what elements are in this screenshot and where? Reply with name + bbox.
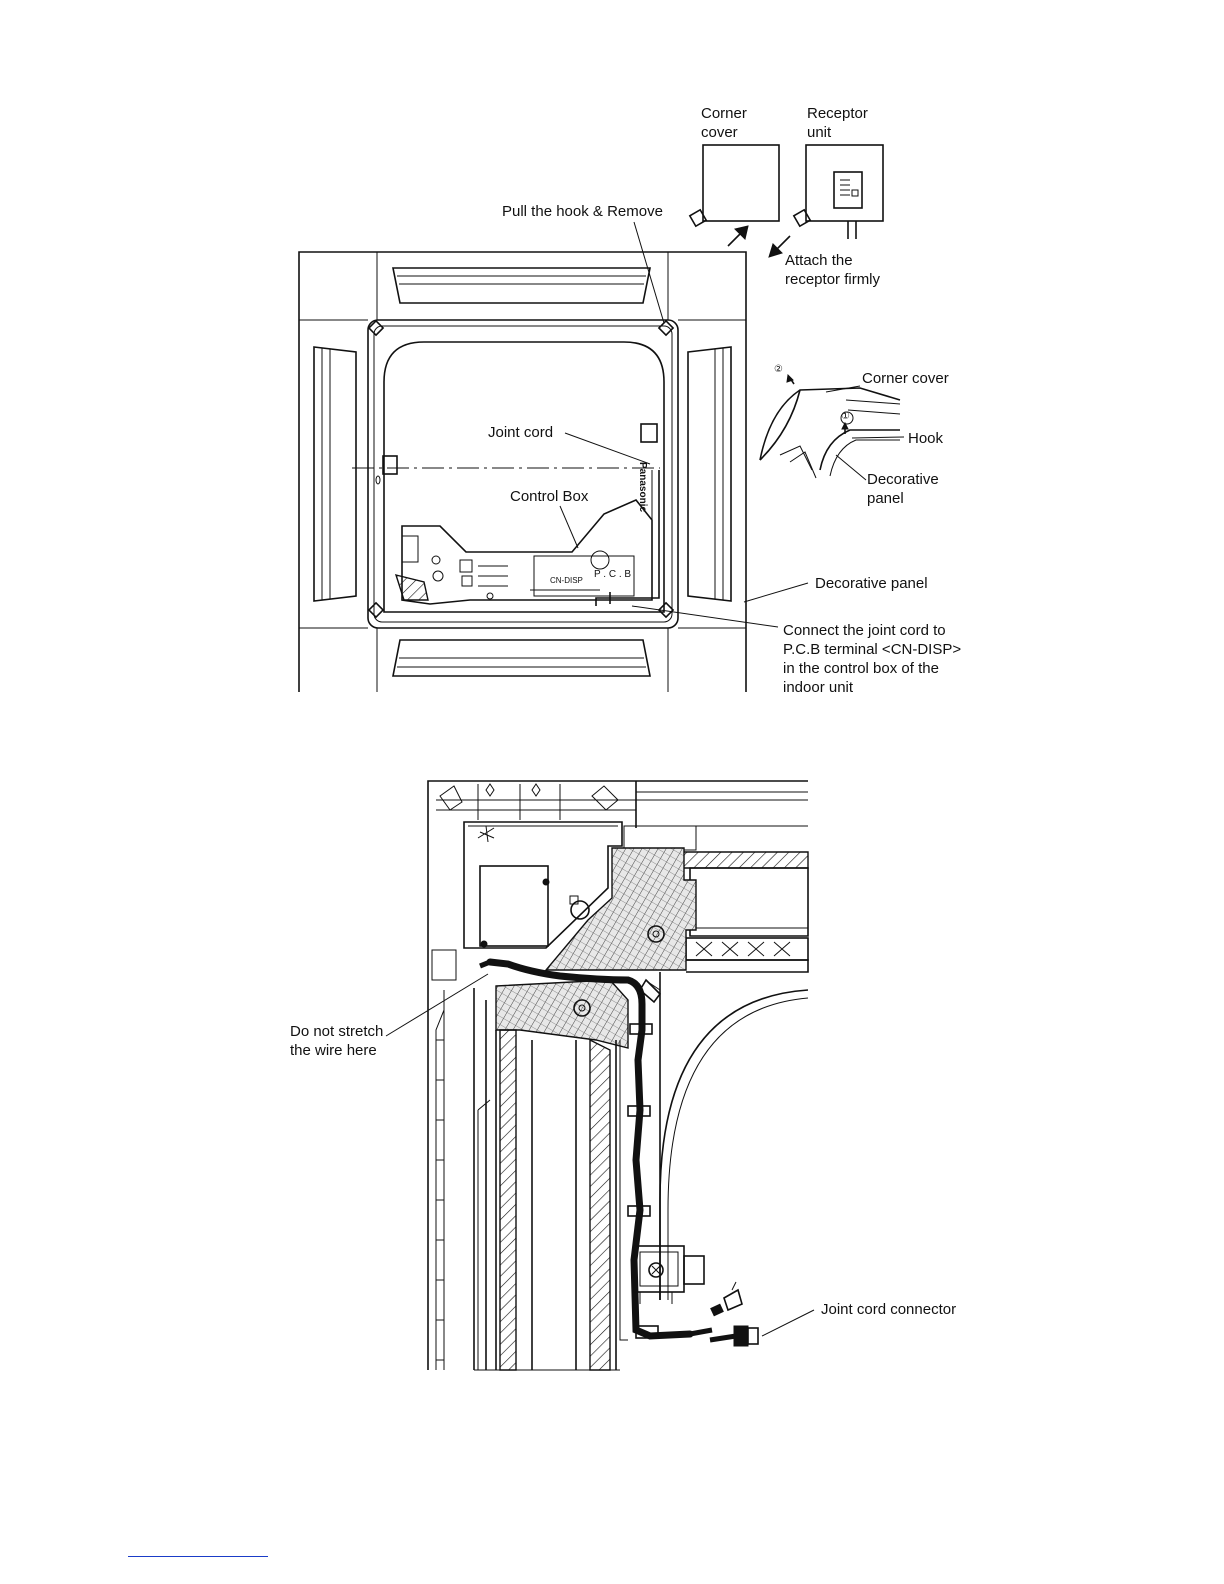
label-do-not-stretch: Do not stretch the wire here bbox=[290, 1023, 384, 1059]
label-corner-cover-top: Corner cover bbox=[701, 105, 747, 141]
terminal-block bbox=[633, 1245, 705, 1304]
wiring-detail-view bbox=[427, 780, 809, 1371]
x-marks-rail bbox=[695, 941, 791, 957]
label-decorative-panel: Decorative panel bbox=[815, 575, 928, 592]
arrow-remove bbox=[727, 225, 749, 247]
label-pull-hook: Pull the hook & Remove bbox=[502, 203, 663, 220]
label-decorative-panel-detail: Decorative panel bbox=[867, 471, 939, 507]
joint-cord-cable bbox=[486, 958, 694, 1340]
decorative-panel-top-view bbox=[298, 251, 747, 692]
label-joint-cord-connector: Joint cord connector bbox=[821, 1301, 957, 1318]
label-hook: Hook bbox=[908, 430, 944, 447]
joint-cord-connector-part bbox=[689, 1281, 759, 1347]
louver-left bbox=[313, 346, 357, 602]
louver-top bbox=[392, 267, 651, 304]
left-rail-ticks bbox=[436, 1039, 444, 1361]
label-corner-cover-side: Corner cover bbox=[862, 370, 949, 387]
arrow-attach bbox=[768, 235, 791, 258]
footer-rule bbox=[128, 1556, 268, 1557]
label-brand: Panasonic bbox=[637, 462, 648, 513]
receptor-unit-part bbox=[792, 144, 884, 239]
label-control-box: Control Box bbox=[510, 488, 589, 505]
label-receptor-unit: Receptor unit bbox=[807, 105, 868, 141]
label-pcb: P . C . B bbox=[594, 569, 632, 580]
label-connect-note: Connect the joint cord to P.C.B terminal… bbox=[783, 622, 962, 696]
label-step-2: ② bbox=[774, 364, 783, 375]
label-cn-disp: CN-DISP bbox=[550, 576, 583, 585]
label-attach-receptor: Attach the receptor firmly bbox=[785, 252, 881, 288]
label-step-1: ① bbox=[841, 411, 850, 422]
label-joint-cord: Joint cord bbox=[488, 424, 554, 441]
louver-right bbox=[687, 346, 732, 602]
corner-cover-part bbox=[688, 144, 780, 228]
corner-cover-detail bbox=[759, 373, 905, 481]
foam-block-upper bbox=[544, 847, 697, 971]
louver-bottom bbox=[392, 639, 651, 677]
